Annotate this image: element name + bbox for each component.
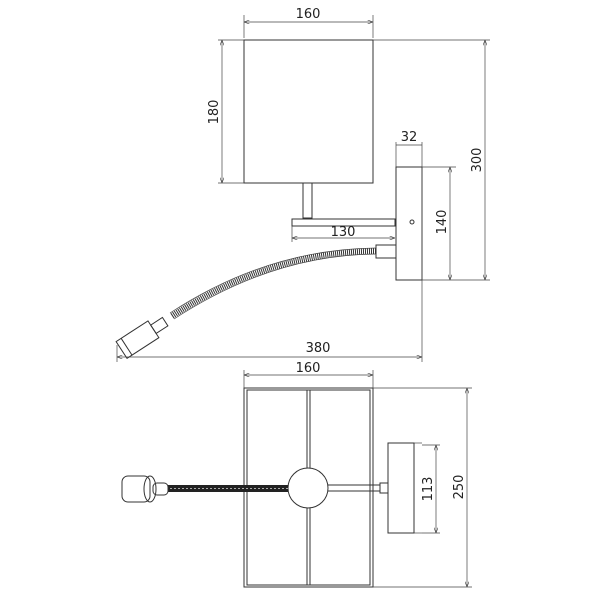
dim-total-height: 300	[470, 148, 485, 173]
dim-shade-width: 160	[296, 7, 321, 22]
dim-total-projection: 380	[306, 341, 331, 356]
plate-screw	[409, 219, 415, 225]
shade-hub	[287, 467, 329, 509]
gooseneck-arm	[170, 248, 377, 319]
gooseneck-collar	[375, 244, 397, 259]
lamp-shade-side	[243, 39, 374, 184]
dim-plate-width: 113	[421, 477, 436, 502]
wall-plate-side	[395, 166, 423, 281]
dim-plate-depth: 32	[401, 130, 418, 145]
support-arm	[291, 218, 396, 227]
top-view: 160 113 250	[121, 361, 472, 588]
reading-light-head-top	[121, 475, 169, 503]
wall-plate-top	[387, 442, 415, 534]
shade-stem	[302, 182, 313, 219]
dim-shade-depth: 250	[452, 475, 467, 500]
dim-shade-width-top: 160	[296, 361, 321, 376]
dim-arm-length: 130	[331, 225, 356, 240]
reading-light-head	[115, 316, 169, 360]
side-view: 160 180 130 32 140 300 380	[115, 7, 490, 362]
dim-shade-height: 180	[207, 100, 222, 125]
dim-plate-height: 140	[435, 210, 450, 235]
